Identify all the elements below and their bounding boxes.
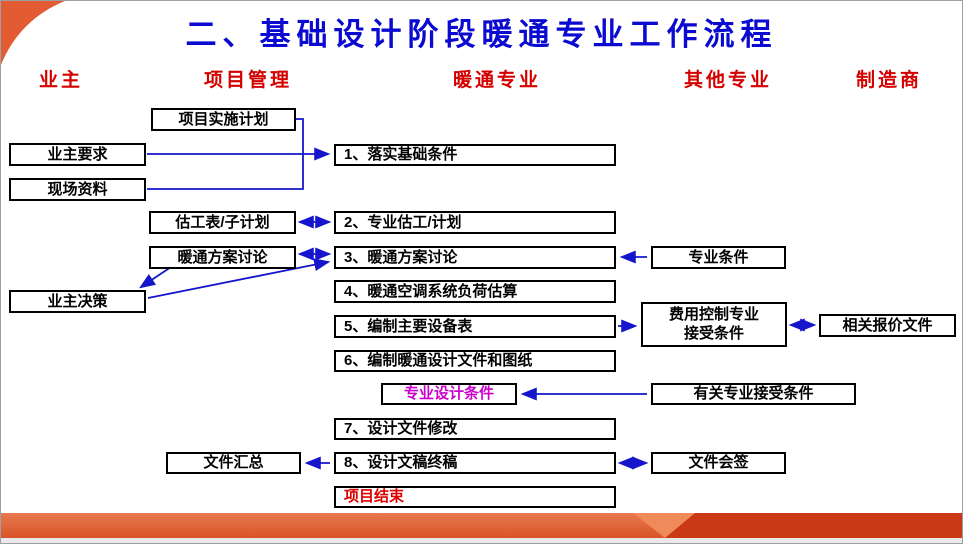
box-owner-decision: 业主决策 xyxy=(9,290,146,313)
box-doc-summary: 文件汇总 xyxy=(166,452,301,474)
lane-header-manufacturer: 制造商 xyxy=(856,70,923,91)
box-doc-sign: 文件会签 xyxy=(651,452,786,474)
footer-bar-dark-segment xyxy=(633,513,962,538)
box-step1: 1、落实基础条件 xyxy=(334,144,616,166)
box-spec-cond: 专业条件 xyxy=(651,246,786,269)
lane-header-owner: 业主 xyxy=(39,70,84,91)
box-step5: 5、编制主要设备表 xyxy=(334,315,616,338)
box-related-cond: 有关专业接受条件 xyxy=(651,383,856,405)
box-step7: 7、设计文件修改 xyxy=(334,418,616,440)
box-site-data: 现场资料 xyxy=(9,178,146,201)
box-cost-control: 费用控制专业 接受条件 xyxy=(641,302,787,347)
box-step6: 6、编制暖通设计文件和图纸 xyxy=(334,350,616,372)
box-design-cond: 专业设计条件 xyxy=(381,383,517,405)
lane-header-hvac: 暖通专业 xyxy=(453,70,542,91)
box-quote-docs: 相关报价文件 xyxy=(819,314,956,337)
box-step8: 8、设计文稿终稿 xyxy=(334,452,616,474)
box-project-plan: 项目实施计划 xyxy=(151,108,296,131)
box-step3: 3、暖通方案讨论 xyxy=(334,246,616,269)
box-estimate-plan: 估工表/子计划 xyxy=(149,211,296,234)
lane-header-other: 其他专业 xyxy=(684,70,773,91)
box-step4: 4、暖通空调系统负荷估算 xyxy=(334,280,616,303)
page-title: 二、基础设计阶段暖通专业工作流程 xyxy=(185,17,778,52)
arrow-discuss-to-decision xyxy=(138,266,172,289)
box-step2: 2、专业估工/计划 xyxy=(334,211,616,234)
box-hvac-discuss: 暖通方案讨论 xyxy=(149,246,296,269)
footer-bar xyxy=(1,513,962,538)
box-project-end: 项目结束 xyxy=(334,486,616,508)
footer-edge-strip xyxy=(1,538,962,543)
footer-bar-highlight xyxy=(633,513,695,538)
lane-header-pm: 项目管理 xyxy=(204,70,293,91)
box-owner-req: 业主要求 xyxy=(9,143,146,166)
